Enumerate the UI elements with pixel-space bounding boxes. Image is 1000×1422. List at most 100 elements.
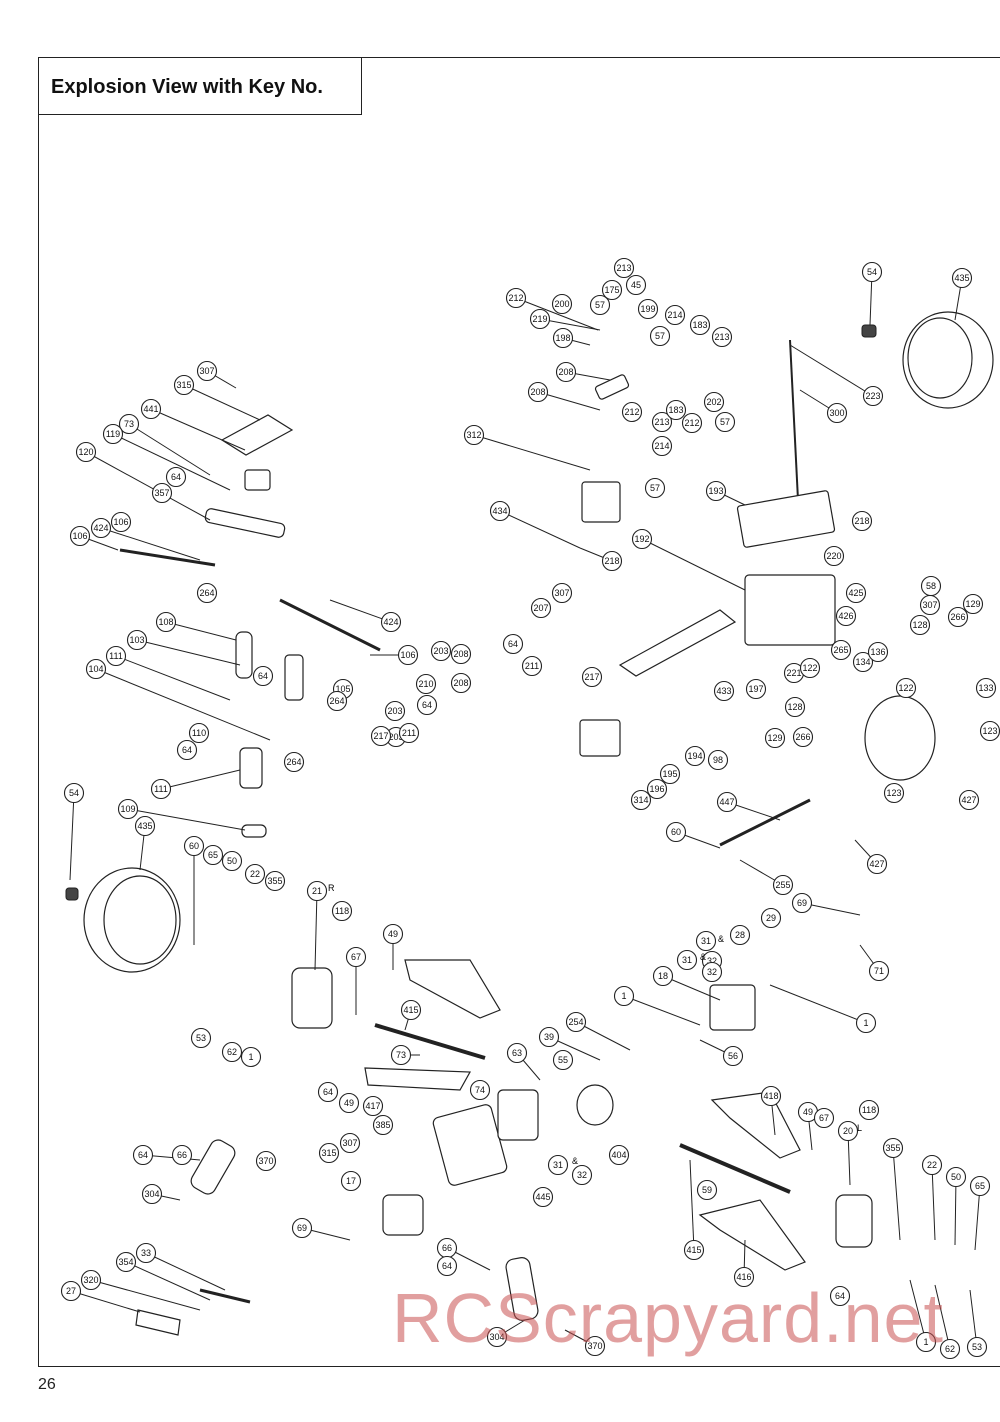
leader-line	[974, 1185, 981, 1251]
callout-32: 32	[571, 1164, 593, 1186]
callout-label: 55	[558, 1055, 568, 1065]
callout-212: 212	[505, 287, 527, 309]
callout-label: 203	[388, 732, 403, 742]
callout-49: 49	[338, 1092, 360, 1114]
callout-label: 20	[843, 1126, 853, 1136]
callout-122: 122	[799, 657, 821, 679]
callout-label: 415	[686, 1245, 701, 1255]
callout-134: 134	[852, 651, 874, 673]
callout-53: 53	[190, 1027, 212, 1049]
antenna-rod	[789, 339, 799, 501]
callout-71: 71	[868, 960, 890, 982]
callout-label: 134	[855, 657, 870, 667]
leader-line	[329, 599, 392, 623]
callout-label: 266	[795, 732, 810, 742]
callout-label: 128	[787, 702, 802, 712]
leader-line	[165, 621, 237, 641]
callout-suffix: &	[718, 934, 724, 944]
callout-label: 123	[982, 726, 997, 736]
callout-212: 212	[681, 412, 703, 434]
callout-label: 74	[475, 1085, 485, 1095]
callout-label: 441	[143, 404, 158, 414]
leader-line	[499, 510, 581, 549]
callout-label: 65	[975, 1181, 985, 1191]
leader-line	[931, 1164, 936, 1241]
callout-136: 136	[867, 641, 889, 663]
shock-tower	[432, 1104, 508, 1186]
callout-label: 200	[554, 299, 569, 309]
leader-line	[95, 668, 271, 741]
callout-426: 426	[835, 605, 857, 627]
callout-label: 355	[267, 876, 282, 886]
callout-label: 211	[525, 661, 539, 671]
leader-line	[789, 344, 874, 397]
callout-label: 426	[838, 611, 853, 621]
callout-label: 385	[375, 1120, 390, 1130]
leader-line	[662, 975, 721, 1001]
leader-line	[145, 1252, 226, 1291]
callout-128: 128	[784, 696, 806, 718]
callout-194: 194	[684, 745, 706, 767]
leader-line	[90, 1279, 201, 1311]
callout-label: 106	[400, 650, 415, 660]
bushing	[241, 824, 267, 838]
callout-label: 73	[396, 1050, 406, 1060]
callout-label: 212	[508, 293, 523, 303]
callout-label: 54	[867, 267, 877, 277]
callout-label: 122	[802, 663, 817, 673]
callout-57: 57	[714, 411, 736, 433]
callout-110: 110	[188, 722, 210, 744]
callout-label: 433	[716, 686, 731, 696]
callout-223: 223	[862, 385, 884, 407]
callout-label: 69	[797, 898, 807, 908]
callout-label: 57	[655, 331, 665, 341]
callout-193: 193	[705, 480, 727, 502]
leader-line	[623, 995, 701, 1026]
tie-rod	[119, 548, 216, 567]
callout-label: 66	[177, 1150, 187, 1160]
callout-64: 64	[252, 665, 274, 687]
servo-saver	[594, 374, 630, 400]
callout-label: 136	[870, 647, 885, 657]
callout-label: 64	[835, 1291, 845, 1301]
bracket-27	[135, 1309, 181, 1336]
callout-175: 175	[601, 279, 623, 301]
callout-385: 385	[372, 1114, 394, 1136]
callout-label: 266	[950, 612, 965, 622]
callout-315: 315	[173, 374, 195, 396]
callout-label: 213	[616, 263, 631, 273]
callout-suffix: &	[572, 1156, 578, 1166]
callout-label: 175	[604, 285, 619, 295]
shock-bottom	[505, 1257, 539, 1321]
callout-suffix: R	[328, 883, 335, 893]
callout-label: 418	[763, 1091, 778, 1101]
callout-200: 200	[551, 293, 573, 315]
leader-line	[515, 297, 599, 331]
callout-label: 354	[118, 1257, 133, 1267]
knuckle-left	[291, 967, 333, 1029]
callout-50: 50	[945, 1166, 967, 1188]
callout-208: 208	[555, 361, 577, 383]
callout-128: 128	[909, 614, 931, 636]
callout-183: 183	[665, 399, 687, 421]
turnbuckle	[279, 598, 381, 652]
callout-59: 59	[696, 1179, 718, 1201]
callout-label: 203	[433, 646, 448, 656]
callout-111: 111	[150, 778, 172, 800]
callout-label: 370	[258, 1156, 273, 1166]
leader-line	[934, 1284, 951, 1350]
upper-arm	[204, 508, 286, 538]
callout-31: 31	[676, 949, 698, 971]
callout-255: 255	[772, 874, 794, 896]
receiver-box	[736, 490, 836, 548]
callout-33: 33	[135, 1242, 157, 1264]
callout-label: 214	[667, 310, 682, 320]
callout-64: 64	[165, 466, 187, 488]
callout-label: 447	[719, 797, 734, 807]
center-shaft	[719, 798, 811, 847]
callout-62: 62	[939, 1338, 961, 1360]
callout-304: 304	[486, 1326, 508, 1348]
callout-129: 129	[962, 593, 984, 615]
callout-label: 208	[453, 678, 468, 688]
callout-label: 435	[954, 273, 969, 283]
